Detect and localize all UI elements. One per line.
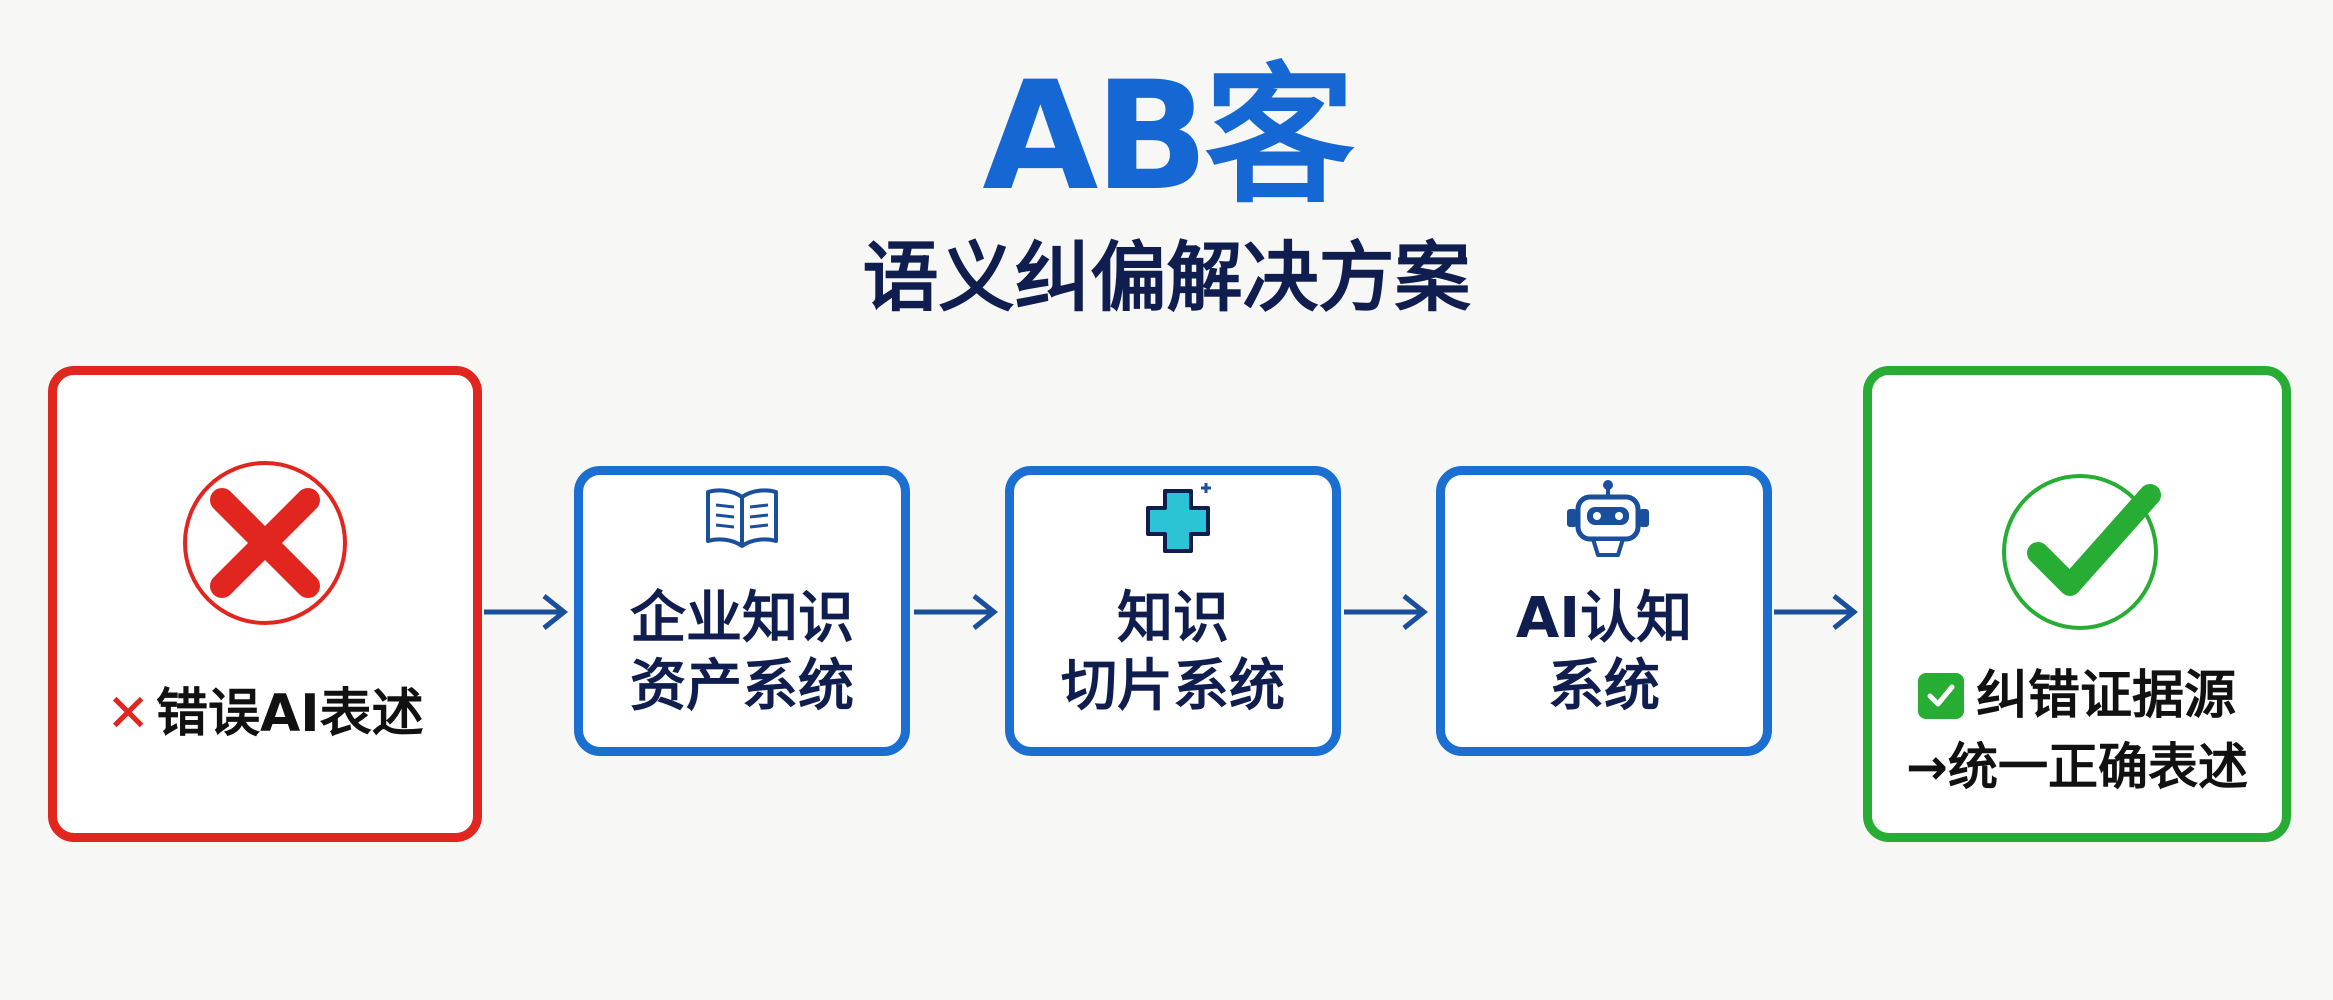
open-book-icon — [706, 488, 778, 548]
correction-line-2: →统一正确表述 — [1906, 738, 2248, 796]
wrong-expression-box: ✕错误AI表述 — [48, 366, 482, 842]
correction-line-1: 纠错证据源 — [1872, 653, 2282, 728]
check-badge-icon — [1917, 673, 1964, 719]
arrow-right-icon — [484, 594, 569, 630]
arrow-right-icon — [914, 594, 999, 630]
ai-cognition-line-1: AI认知 — [1515, 586, 1693, 651]
knowledge-slice-label: 知识 切片系统 — [1014, 585, 1332, 722]
x-mark-icon: ✕ — [106, 684, 150, 744]
page-subtitle: 语义纠偏解决方案 — [862, 233, 1471, 322]
wrong-expression-label: ✕错误AI表述 — [57, 671, 473, 746]
red-x-circle-icon — [183, 461, 347, 625]
knowledge-asset-line-1: 企业知识 — [630, 586, 854, 651]
knowledge-slice-line-1: 知识 — [1117, 586, 1229, 651]
knowledge-slice-line-2: 切片系统 — [1061, 654, 1285, 720]
page-title: AB客 — [982, 50, 1354, 224]
knowledge-asset-line-2: 资产系统 — [630, 654, 854, 720]
correction-source-box: 纠错证据源 →统一正确表述 — [1863, 366, 2291, 842]
ai-cognition-label: AI认知 系统 — [1445, 585, 1763, 722]
medical-cross-icon — [1146, 483, 1211, 553]
arrow-right-icon — [1344, 594, 1429, 630]
knowledge-asset-box: 企业知识 资产系统 — [574, 466, 910, 756]
knowledge-slice-box: 知识 切片系统 — [1005, 466, 1341, 756]
arrow-right-icon — [1774, 594, 1859, 630]
ai-cognition-box: AI认知 系统 — [1436, 466, 1772, 756]
robot-icon — [1567, 480, 1649, 557]
wrong-expression-text: 错误AI表述 — [155, 684, 424, 744]
correction-line-1-text: 纠错证据源 — [1975, 666, 2236, 726]
green-check-circle-icon — [2002, 474, 2161, 630]
ai-cognition-line-2: 系统 — [1548, 654, 1660, 720]
knowledge-asset-label: 企业知识 资产系统 — [583, 585, 901, 722]
